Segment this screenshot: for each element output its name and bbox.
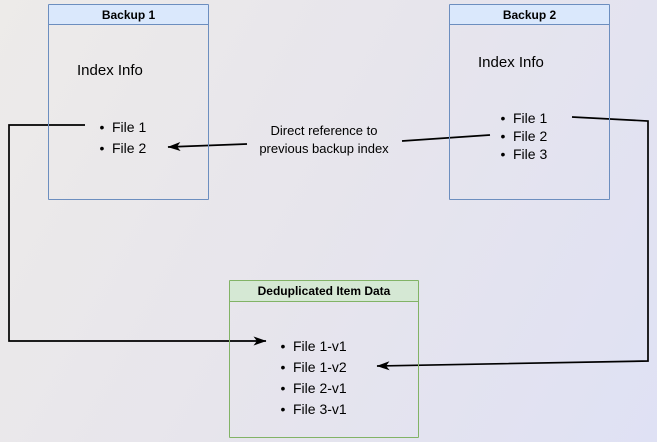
backup2-index-info-label: Index Info [478,54,544,71]
file-list-item: • File 3 [450,145,609,163]
file-label: File 2-v1 [293,379,347,396]
file-label: File 1 [513,110,548,126]
backup1-file-list: • File 1 • File 2 [49,116,208,158]
edge-label: Direct reference to previous backup inde… [242,122,406,158]
edge-label-line1: Direct reference to [270,123,378,138]
file-list-item: • File 1-v1 [230,335,418,356]
backup1-index-info-label: Index Info [77,62,143,79]
bullet-icon: • [280,400,286,417]
bullet-icon: • [500,146,506,162]
file-label: File 1-v1 [293,337,347,354]
backup2-box: Backup 2 Index Info • File 1 • File 2 • File … [449,4,610,200]
bullet-icon: • [280,358,286,375]
file-list-item: • File 1-v2 [230,356,418,377]
deduplicated-item-data-header: Deduplicated Item Data [230,281,418,302]
deduplicated-item-data-box: Deduplicated Item Data • File 1-v1 • File 1… [229,280,419,438]
edge-label-line2: previous backup index [259,141,389,156]
file-label: File 2 [513,128,548,144]
backup1-header: Backup 1 [49,5,208,25]
bullet-icon: • [99,139,105,156]
file-list-item: • File 2-v1 [230,377,418,398]
file-list-item: • File 2 [450,127,609,145]
file-label: File 3-v1 [293,400,347,417]
bullet-icon: • [99,118,105,135]
backup1-box: Backup 1 Index Info • File 1 • File 2 [48,4,209,200]
dedup-file-list: • File 1-v1 • File 1-v2 • File 2-v1 • File 3-v1 [230,335,418,419]
file-label: File 2 [112,139,147,156]
bullet-icon: • [280,337,286,354]
bullet-icon: • [280,379,286,396]
file-list-item: • File 2 [49,137,208,158]
file-label: File 1 [112,118,147,135]
file-label: File 3 [513,146,548,162]
backup2-file-list: • File 1 • File 2 • File 3 [450,109,609,163]
file-label: File 1-v2 [293,358,347,375]
backup2-header: Backup 2 [450,5,609,25]
file-list-item: • File 3-v1 [230,398,418,419]
bullet-icon: • [500,110,506,126]
file-list-item: • File 1 [450,109,609,127]
bullet-icon: • [500,128,506,144]
file-list-item: • File 1 [49,116,208,137]
